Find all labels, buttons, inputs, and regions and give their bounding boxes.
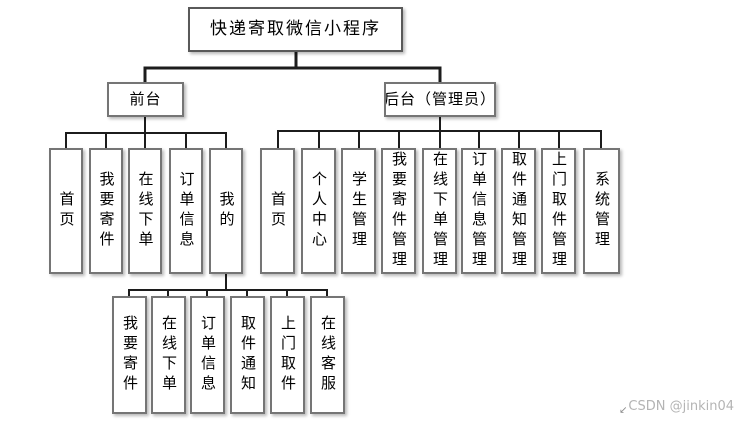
- node-my-pickup-notice: 取件通知: [230, 296, 265, 414]
- node-my-pickup-notice-label: 取件通知: [239, 315, 257, 395]
- node-back-send-package-mgmt-label: 我要寄件管理: [390, 151, 408, 271]
- node-back-system-mgmt: 系统管理: [583, 148, 620, 274]
- node-back-home-label: 首页: [269, 191, 287, 231]
- node-front-label: 前台: [129, 90, 162, 108]
- node-back-online-order-mgmt: 在线下单管理: [422, 148, 457, 274]
- node-back-system-mgmt-label: 系统管理: [593, 171, 611, 251]
- node-back-label: 后台（管理员）: [384, 90, 496, 108]
- node-my-door-pickup-label: 上门取件: [279, 315, 297, 395]
- node-root: 快递寄取微信小程序: [188, 7, 403, 52]
- node-front-order-info-label: 订单信息: [177, 171, 196, 251]
- node-my-order-info-label: 订单信息: [199, 315, 217, 395]
- node-back-student-mgmt-label: 学生管理: [350, 171, 368, 251]
- node-front: 前台: [107, 82, 184, 117]
- node-back-send-package-mgmt: 我要寄件管理: [381, 148, 416, 274]
- node-my-online-service: 在线客服: [310, 296, 345, 414]
- node-back-door-pickup-mgmt-label: 上门取件管理: [550, 151, 568, 271]
- cursor-arrow-icon: ↙: [619, 405, 628, 416]
- node-back-profile-center: 个人中心: [301, 148, 336, 274]
- node-my-online-service-label: 在线客服: [319, 315, 337, 395]
- node-front-mine: 我的: [209, 148, 243, 274]
- node-back-student-mgmt: 学生管理: [341, 148, 376, 274]
- node-front-send-package: 我要寄件: [89, 148, 123, 274]
- node-front-send-package-label: 我要寄件: [97, 171, 116, 251]
- node-back-profile-center-label: 个人中心: [310, 171, 328, 251]
- watermark-text: CSDN @jinkin04: [628, 399, 734, 414]
- node-back-pickup-notice-mgmt: 取件通知管理: [501, 148, 536, 274]
- node-back-order-info-mgmt-label: 订单信息管理: [470, 151, 488, 271]
- node-my-send-package-label: 我要寄件: [121, 315, 139, 395]
- node-back-pickup-notice-mgmt-label: 取件通知管理: [510, 151, 528, 271]
- node-back: 后台（管理员）: [384, 82, 496, 117]
- node-front-online-order-label: 在线下单: [136, 171, 155, 251]
- node-my-online-order-label: 在线下单: [160, 315, 178, 395]
- node-my-send-package: 我要寄件: [112, 296, 147, 414]
- node-front-home-label: 首页: [57, 191, 76, 231]
- node-front-online-order: 在线下单: [128, 148, 162, 274]
- node-root-label: 快递寄取微信小程序: [210, 19, 381, 39]
- node-back-online-order-mgmt-label: 在线下单管理: [431, 151, 449, 271]
- node-front-home: 首页: [49, 148, 83, 274]
- node-back-door-pickup-mgmt: 上门取件管理: [541, 148, 576, 274]
- watermark: ↙CSDN @jinkin04: [619, 399, 734, 416]
- node-back-order-info-mgmt: 订单信息管理: [461, 148, 496, 274]
- node-my-order-info: 订单信息: [190, 296, 225, 414]
- node-back-home: 首页: [260, 148, 295, 274]
- node-my-door-pickup: 上门取件: [270, 296, 305, 414]
- node-front-mine-label: 我的: [217, 191, 236, 231]
- node-front-order-info: 订单信息: [169, 148, 203, 274]
- node-my-online-order: 在线下单: [151, 296, 186, 414]
